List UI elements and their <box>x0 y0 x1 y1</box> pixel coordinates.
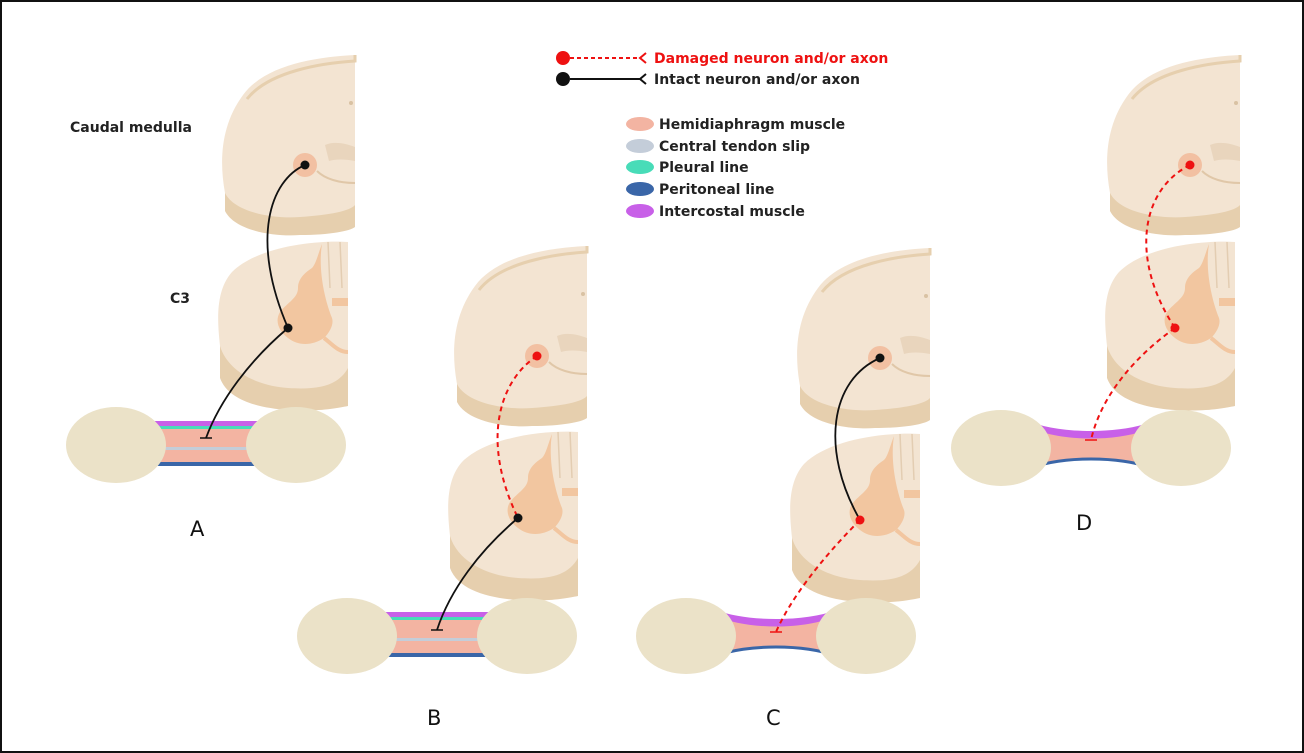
damaged-neuron <box>533 352 542 361</box>
hemidiaphragm-swatch <box>626 117 654 131</box>
legend-central-tendon-label: Central tendon slip <box>659 139 810 155</box>
intact-neuron <box>876 354 885 363</box>
panel-label-b: B <box>427 706 441 730</box>
damaged-motoneuron <box>1171 324 1180 333</box>
intercostal-swatch <box>626 204 654 218</box>
legend-hemidiaphragm-label: Hemidiaphragm muscle <box>659 117 845 133</box>
pleural-line-swatch <box>626 160 654 174</box>
legend-intercostal-label: Intercostal muscle <box>659 204 805 220</box>
intact-neuron-icon <box>556 72 570 86</box>
damaged-neuron-icon <box>556 51 570 65</box>
intact-motoneuron <box>514 514 523 523</box>
legend-pleural: Pleural line <box>626 160 749 176</box>
legend-intact-label: Intact neuron and/or axon <box>654 72 860 88</box>
central-tendon-swatch <box>626 139 654 153</box>
peritoneal-line-swatch <box>626 182 654 196</box>
legend-damaged-label: Damaged neuron and/or axon <box>654 51 888 67</box>
damaged-neuron <box>1186 161 1195 170</box>
panel-label-d: D <box>1076 511 1092 535</box>
legend-peritoneal-label: Peritoneal line <box>659 182 774 198</box>
panel-label-a: A <box>190 517 205 541</box>
damaged-motoneuron <box>856 516 865 525</box>
legend-hemidiaphragm: Hemidiaphragm muscle <box>626 117 845 133</box>
intact-motoneuron <box>284 324 293 333</box>
label-caudal-medulla: Caudal medulla <box>70 120 192 136</box>
intact-neuron <box>301 161 310 170</box>
legend-pleural-label: Pleural line <box>659 160 749 176</box>
panel-label-c: C <box>766 706 781 730</box>
label-c3: C3 <box>170 291 190 307</box>
